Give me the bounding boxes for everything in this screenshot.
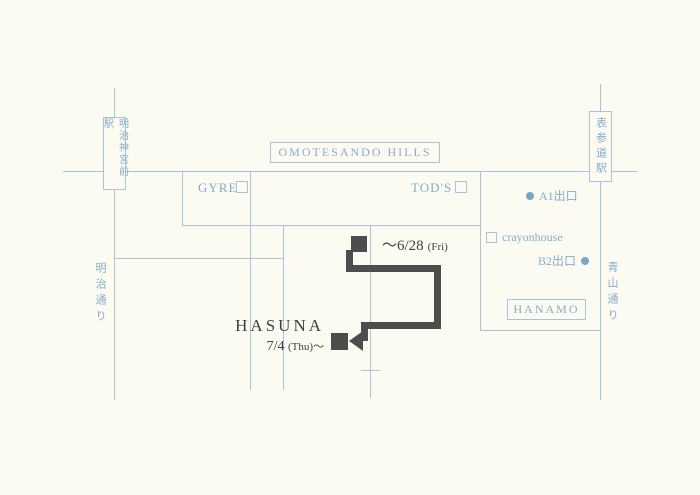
route-segment-5 [361,322,368,341]
new-location-date: 7/4 [266,339,285,354]
street-side-4 [370,225,371,398]
exit-a1: A1出口 [526,187,578,204]
street-side-5 [480,172,481,331]
crayonhouse-label: crayonhouse [502,230,563,244]
street-back-1 [182,225,480,226]
new-location-day: (Thu)～ [287,341,324,353]
street-meiji-dori [114,88,115,400]
exit-b2-dot [581,256,590,265]
street-side-2 [250,172,251,390]
crayonhouse-marker [486,232,497,243]
gyre-label: GYRE [198,180,238,195]
route-segment-1 [346,250,353,272]
new-location-marker [331,333,348,350]
old-location-day: (Fri) [427,241,448,253]
street-crossing-tick [361,370,380,371]
street-side-1 [182,172,183,225]
hanamo-box: HANAMO [507,299,586,320]
meiji-dori-label: 明治通り [94,262,106,326]
tods-label: TOD'S [411,180,453,195]
old-location-marker [351,236,367,252]
hasuna-name: HASUNA [235,316,324,335]
street-aoyama-dori [600,84,601,400]
aoyama-dori-label: 青山通り [606,261,618,325]
exit-a1-dot [526,191,534,200]
old-location-date: ～6/28 [382,238,424,254]
crayonhouse: crayonhouse [486,230,563,245]
street-side-3 [283,225,284,390]
station-omotesando-box: 表参道駅 [589,111,612,182]
new-location-date-line: 7/4 (Thu)～ [204,338,324,355]
omotesando-hills-label: OMOTESANDO HILLS [278,145,432,159]
exit-a1-label: A1出口 [539,189,578,203]
old-location-caption: ～6/28 (Fri) [382,234,448,255]
new-location-caption: HASUNA 7/4 (Thu)～ [204,316,324,355]
street-back-3 [480,330,600,331]
street-back-2 [114,258,283,259]
route-segment-3 [434,265,441,329]
station-meiji-jingumae-label: 明治神宮前駅 [101,118,128,178]
street-omotesando [63,171,637,172]
gyre-marker [236,181,248,193]
tods-marker [455,181,467,193]
omotesando-hills-box: OMOTESANDO HILLS [270,142,440,163]
hanamo-label: HANAMO [513,302,580,316]
exit-b2: B2出口 [538,252,590,269]
route-arrowhead-icon [349,331,363,351]
station-meiji-jingumae-box: 明治神宮前駅 [102,117,128,190]
route-segment-2 [346,265,441,272]
exit-b2-label: B2出口 [538,254,577,268]
route-segment-4 [361,322,441,329]
station-omotesando-label: 表参道駅 [594,116,607,177]
